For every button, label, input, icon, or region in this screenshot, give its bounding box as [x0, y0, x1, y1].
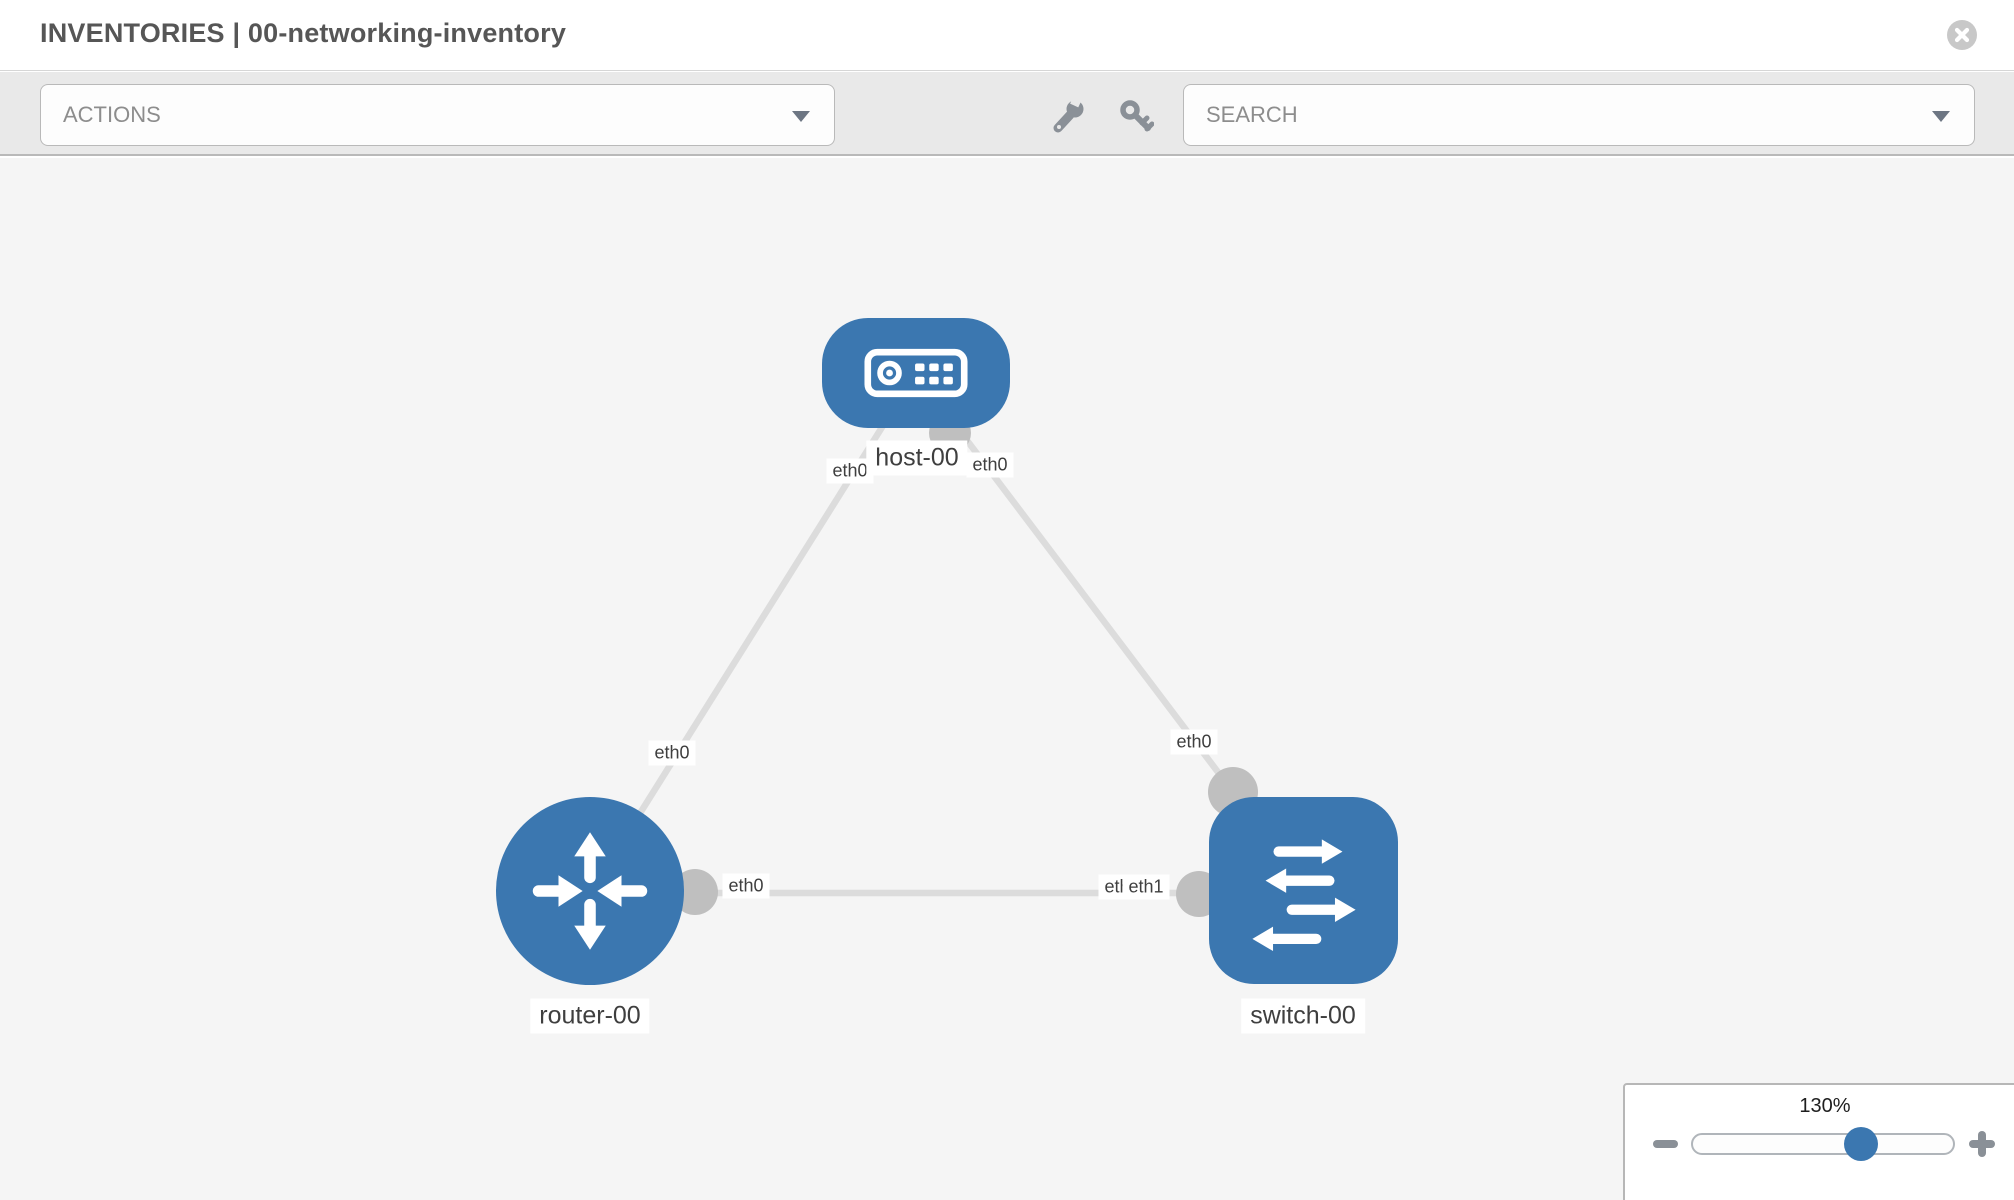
zoom-slider-thumb[interactable]: [1844, 1127, 1878, 1161]
node-label-host-00: host-00: [866, 440, 968, 476]
interface-label: eth0: [648, 740, 696, 766]
interface-label: eth0: [966, 452, 1014, 478]
node-label-router-00: router-00: [530, 998, 650, 1034]
host-icon: [864, 348, 968, 398]
interface-label: eth0: [1170, 729, 1218, 755]
zoom-control-panel: 130%: [1623, 1083, 2014, 1200]
close-icon: [1954, 27, 1970, 43]
topology-canvas[interactable]: eth0 eth0 eth0 eth0 eth0 eth0 eth1 host-…: [0, 158, 2014, 1200]
interface-label: eth0: [722, 873, 770, 899]
titlebar: INVENTORIES | 00-networking-inventory: [0, 0, 2014, 71]
chevron-down-icon: [1932, 111, 1950, 122]
zoom-level-value: 130%: [1799, 1095, 1851, 1117]
zoom-slider-track[interactable]: [1691, 1133, 1955, 1155]
node-label-switch-00: switch-00: [1241, 998, 1365, 1034]
actions-dropdown[interactable]: ACTIONS: [40, 84, 835, 146]
interface-label: eth0: [826, 458, 874, 484]
node-router-00[interactable]: [496, 797, 684, 985]
page-title: INVENTORIES | 00-networking-inventory: [40, 18, 567, 48]
search-dropdown[interactable]: SEARCH: [1183, 84, 1975, 146]
close-button[interactable]: [1947, 20, 1977, 50]
link-host-switch[interactable]: [913, 371, 1236, 794]
router-icon: [532, 832, 648, 950]
toolbar: ACTIONS SEARCH: [0, 72, 2014, 156]
node-switch-00[interactable]: [1209, 797, 1398, 984]
links-layer: [587, 371, 1258, 917]
credentials-key-button[interactable]: [1118, 98, 1154, 134]
node-host-00[interactable]: [822, 318, 1010, 428]
configure-wrench-button[interactable]: [1050, 98, 1086, 134]
chevron-down-icon: [792, 111, 810, 122]
wrench-icon: [1053, 98, 1084, 133]
switch-icon: [1251, 838, 1356, 951]
actions-dropdown-label: ACTIONS: [63, 102, 161, 127]
zoom-in-button[interactable]: [1969, 1131, 1995, 1157]
key-icon: [1120, 100, 1154, 132]
search-placeholder: SEARCH: [1206, 102, 1298, 127]
zoom-out-button[interactable]: [1653, 1140, 1678, 1148]
interface-label: eth1: [1122, 874, 1170, 900]
